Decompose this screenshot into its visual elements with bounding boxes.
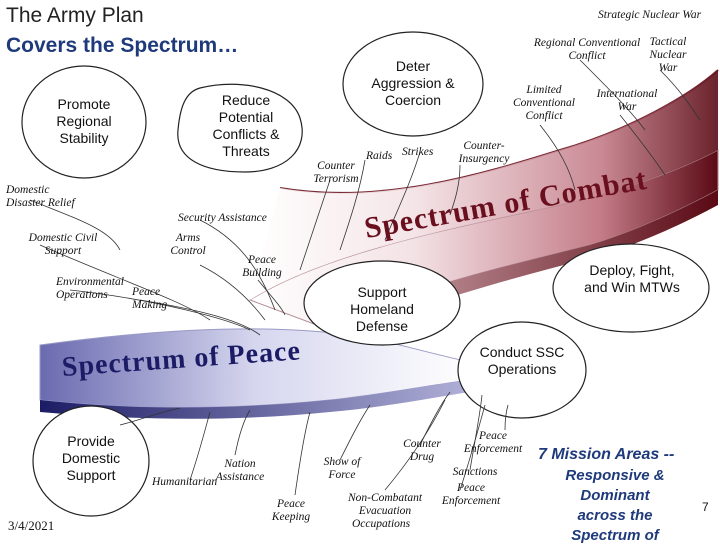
label-humanitarian: Humanitarian bbox=[152, 476, 218, 488]
connector-lines bbox=[29, 59, 701, 496]
deter-blob bbox=[342, 31, 484, 137]
deter-label: Deter Aggression & Coercion bbox=[371, 58, 455, 108]
label-peace-keeping: Peace Keeping bbox=[271, 498, 311, 523]
label-counter-insurgency: Counter-Insurgency bbox=[458, 140, 510, 165]
domestic-support-blob bbox=[32, 405, 150, 517]
domestic-support-label: Provide Domestic Support bbox=[61, 433, 121, 483]
label-arms-control: Arms Control bbox=[170, 232, 206, 257]
promote-label: Promote Regional Stability bbox=[56, 96, 112, 146]
homeland-label: Support Homeland Defense bbox=[350, 284, 414, 334]
label-noncombatant-evacuation: Non-Combatant Evacuation bbox=[347, 492, 423, 517]
deploy-label: Deploy, Fight, and Win MTWs bbox=[584, 262, 680, 295]
peace-band-edge bbox=[40, 380, 470, 419]
slide-number: 7 bbox=[702, 500, 709, 514]
label-peace-enforcement-2: Peace Enforcement bbox=[441, 482, 501, 507]
promote-blob bbox=[21, 65, 147, 179]
reduce-label: Reduce Potential Conflicts & Threats bbox=[212, 92, 280, 159]
mission-areas-line-2: Dominant bbox=[580, 487, 650, 504]
homeland-blob bbox=[303, 260, 461, 346]
label-peace-building: Peace Building bbox=[242, 254, 282, 279]
ssc-blob bbox=[457, 321, 587, 419]
label-sanctions: Sanctions bbox=[452, 466, 498, 478]
page-title-line2: Covers the Spectrum… bbox=[6, 34, 239, 57]
label-occupations: Occupations bbox=[352, 518, 411, 530]
label-domestic-civil-support: Domestic Civil Support bbox=[28, 232, 98, 257]
label-counter-drug: Counter Drug bbox=[403, 438, 441, 463]
label-tactical-nuclear-war: Tactical Nuclear War bbox=[649, 36, 687, 74]
label-nation-assistance: Nation Assistance bbox=[215, 458, 265, 483]
label-counter-terrorism: Counter Terrorism bbox=[313, 160, 359, 185]
label-show-of-force: Show of Force bbox=[323, 456, 361, 481]
label-regional-conventional-conflict: Regional Conventional Conflict bbox=[533, 37, 641, 62]
label-limited-conventional-conflict: Limited Conventional Conflict bbox=[513, 84, 575, 122]
ssc-label: Conduct SSC Operations bbox=[479, 344, 565, 377]
label-raids: Raids bbox=[366, 150, 393, 162]
reduce-blob bbox=[177, 83, 303, 173]
label-strikes: Strikes bbox=[402, 146, 434, 158]
label-strategic-nuclear-war: Strategic Nuclear War bbox=[598, 9, 702, 21]
mission-areas-subtitle: Responsive & Dominant across the Spectru… bbox=[540, 466, 690, 546]
combat-band-upper bbox=[250, 70, 718, 300]
label-peace-enforcement-1: Peace Enforcement bbox=[463, 430, 523, 455]
label-security-assistance: Security Assistance bbox=[178, 212, 267, 224]
label-domestic-disaster-relief: Domestic Disaster Relief bbox=[6, 184, 75, 209]
mission-areas-box bbox=[538, 430, 710, 540]
page-title-line1: The Army Plan bbox=[6, 4, 144, 27]
label-environmental-operations: Environmental Operations bbox=[56, 276, 124, 301]
mission-areas-title: 7 Mission Areas -- bbox=[538, 446, 675, 463]
mission-areas-line-1: Responsive & bbox=[565, 467, 665, 484]
mission-areas-line-3: across the bbox=[577, 507, 653, 524]
label-peace-making: Peace Making bbox=[132, 286, 168, 311]
slide-date: 3/4/2021 bbox=[8, 518, 55, 533]
label-international-war: International War bbox=[596, 88, 658, 113]
deploy-blob bbox=[552, 243, 710, 333]
mission-areas-line-4: Spectrum of bbox=[571, 527, 659, 544]
